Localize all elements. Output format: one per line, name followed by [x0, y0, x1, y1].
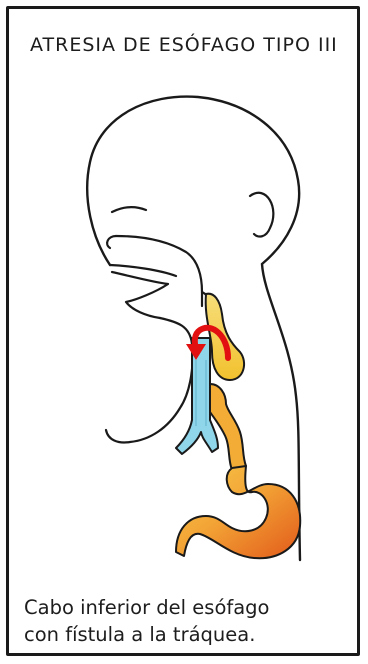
caption: Cabo inferior del esófago con fístula a … [24, 594, 354, 648]
eye-outline [112, 207, 146, 212]
nose-outline [107, 236, 116, 248]
ear-outline [250, 193, 273, 237]
mouth-outline [110, 236, 202, 318]
caption-line-2: con fístula a la tráquea. [24, 621, 354, 648]
neck-outline [106, 318, 193, 443]
lower-esophagus-fistula [210, 384, 246, 470]
stomach [176, 466, 300, 558]
caption-line-1: Cabo inferior del esófago [24, 594, 354, 621]
